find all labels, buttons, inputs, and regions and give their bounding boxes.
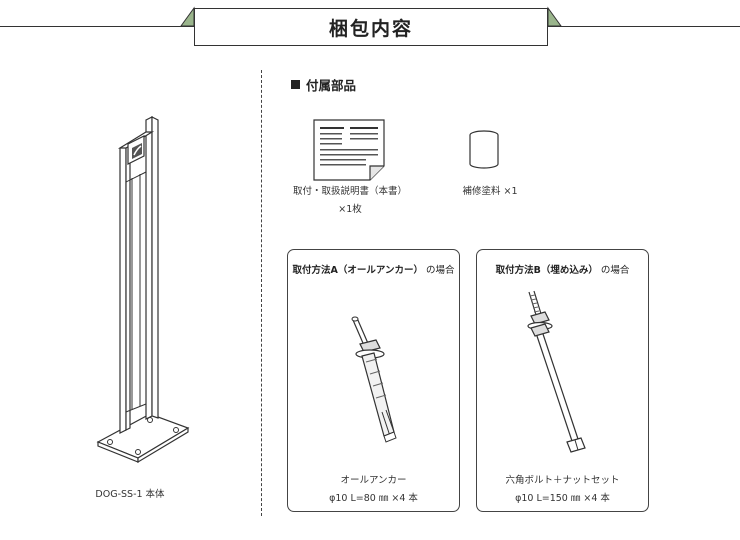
manual-label: 取付・取扱説明書（本書） ×1枚 [286, 183, 414, 219]
main-body-illustration [96, 116, 190, 464]
accessories-heading: 付属部品 [291, 75, 356, 94]
method-b-part-name: 六角ボルト＋ナットセット [505, 475, 620, 486]
hex-bolt-illustration [527, 290, 586, 453]
banner-accent-right [547, 6, 562, 27]
main-body-label: DOG-SS-1 本体 [95, 489, 165, 500]
manual-label-line1: 取付・取扱説明書（本書） [292, 186, 407, 197]
method-b-spec: φ10 L=150 ㎜ ×4 本 [515, 493, 610, 504]
all-anchor-illustration [351, 316, 397, 443]
section-divider [261, 70, 262, 516]
method-a-title-tail: の場合 [426, 265, 455, 276]
method-a-card: 取付方法A（オールアンカー） の場合 オールアンカー φ10 L=80 ㎜ ×4… [287, 249, 460, 512]
paint-label: 補修塗料 ×1 [462, 186, 518, 197]
header-rule-left [0, 26, 194, 27]
manual-label-line2: ×1枚 [338, 204, 362, 215]
method-b-title: 取付方法B（埋め込み） の場合 [477, 262, 648, 276]
method-a-title-bold: 取付方法A（オールアンカー） [292, 265, 423, 276]
touch-up-paint-icon [469, 130, 499, 169]
header-rule-right [548, 26, 740, 27]
accessories-heading-text: 付属部品 [306, 78, 357, 93]
method-a-spec: φ10 L=80 ㎜ ×4 本 [329, 493, 418, 504]
method-b-title-bold: 取付方法B（埋め込み） [495, 265, 598, 276]
method-b-title-tail: の場合 [600, 265, 630, 276]
page-title: 梱包内容 [194, 8, 548, 46]
method-a-part-name: オールアンカー [340, 475, 407, 486]
method-b-card: 取付方法B（埋め込み） の場合 六角ボルト＋ナットセット φ10 L=150 ㎜… [476, 249, 649, 512]
manual-document-icon [313, 119, 385, 181]
method-a-title: 取付方法A（オールアンカー） の場合 [288, 262, 459, 276]
square-bullet-icon [291, 80, 300, 89]
